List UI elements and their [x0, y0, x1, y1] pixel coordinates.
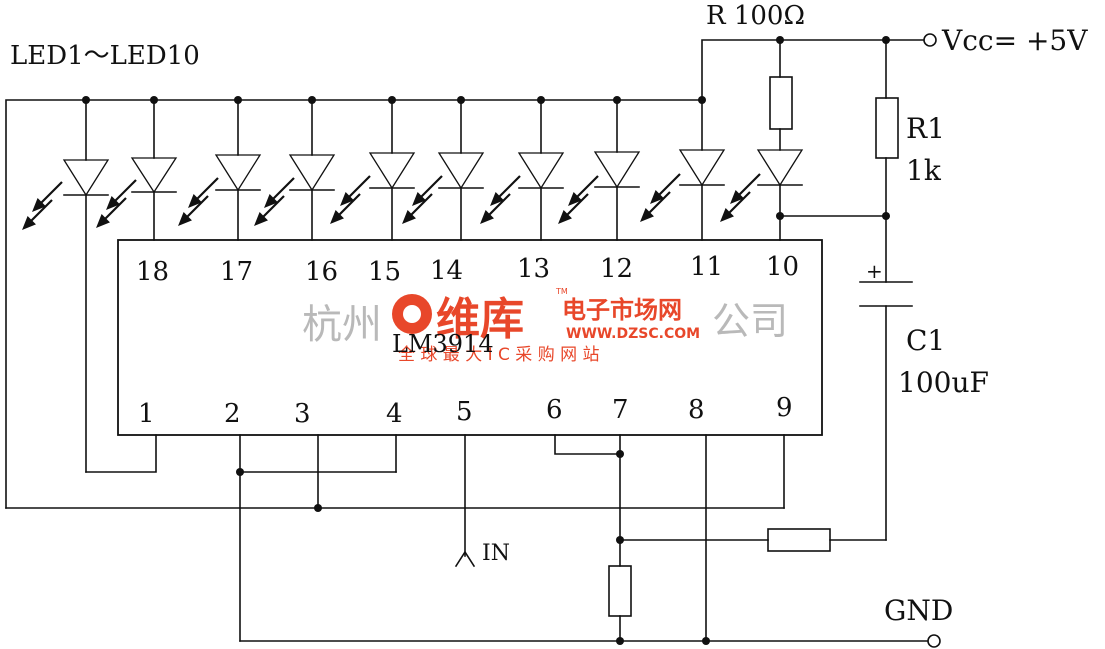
chip-name: LM3914 [392, 330, 494, 358]
pin-3-label: 3 [294, 399, 311, 429]
pin-2-label: 2 [224, 399, 241, 429]
resistor-r-label: R 100Ω [706, 1, 805, 31]
pin-16-label: 16 [305, 257, 338, 287]
lm3914-chip-body [117, 239, 823, 436]
bottom-pin-wiring [239, 434, 941, 648]
ground-label: GND [884, 594, 953, 627]
pin-5-label: 5 [456, 397, 473, 427]
watermark-tm: TM [555, 287, 568, 296]
c1-value-label: 100uF [898, 366, 989, 399]
led-3 [214, 99, 262, 241]
watermark: 杭州 公司 维库 TM 电子市场网 WWW.DZSC.COM 全 球 最 大 I… [302, 287, 788, 365]
led-6 [437, 99, 485, 241]
r1-value-label: 1k [906, 154, 942, 187]
pin-10-label: 10 [766, 252, 799, 282]
pin-18-label: 18 [136, 257, 169, 287]
pin-11-label: 11 [690, 252, 723, 282]
watermark-right-text: 公司 [712, 299, 788, 343]
pin-7-label: 7 [612, 395, 629, 425]
led-2 [130, 99, 178, 241]
pin-labels-bottom: 1 2 3 4 5 6 7 8 9 [138, 393, 793, 429]
pin-9-label: 9 [776, 393, 793, 423]
c1-name-label: C1 [906, 324, 945, 357]
c1-plus-label: + [866, 259, 883, 283]
led-5 [368, 99, 416, 241]
led-1 [62, 99, 157, 473]
r1-name-label: R1 [906, 112, 945, 145]
led-emission-arrows [22, 173, 761, 230]
r1-c1-network [619, 33, 937, 552]
led-range-label: LED1～LED10 [10, 41, 200, 71]
vcc-label: Vcc= +5V [941, 24, 1088, 57]
resistor-feedback [767, 528, 831, 552]
pin-13-label: 13 [517, 254, 550, 284]
pin-4-label: 4 [386, 399, 403, 429]
resistor-pin7-ground [608, 565, 632, 617]
pin-12-label: 12 [600, 254, 633, 284]
led-array [22, 39, 804, 473]
pin-15-label: 15 [368, 257, 401, 287]
led-4 [288, 99, 336, 241]
led-8 [593, 99, 641, 241]
pin-8-label: 8 [688, 395, 705, 425]
watermark-slogan: 全 球 最 大 I C 采 购 网 站 [398, 345, 600, 365]
input-arrow [454, 550, 476, 568]
ground-terminal [927, 634, 941, 648]
input-label: IN [482, 541, 510, 566]
watermark-market: 电子市场网 [562, 296, 682, 324]
led-10 [756, 39, 804, 241]
pin-14-label: 14 [430, 256, 463, 286]
resistor-r1 [875, 97, 899, 159]
pin-17-label: 17 [220, 257, 253, 287]
led-7 [517, 99, 565, 241]
pin-labels-top: 18 17 16 15 14 13 12 11 10 [136, 252, 799, 287]
watermark-url: WWW.DZSC.COM [566, 326, 700, 342]
watermark-left-text: 杭州 [302, 302, 382, 348]
watermark-brand: 维库 [436, 294, 524, 345]
pin-1-label: 1 [138, 399, 155, 429]
pin-6-label: 6 [546, 395, 563, 425]
vcc-terminal [923, 33, 937, 47]
led-9 [678, 99, 726, 241]
